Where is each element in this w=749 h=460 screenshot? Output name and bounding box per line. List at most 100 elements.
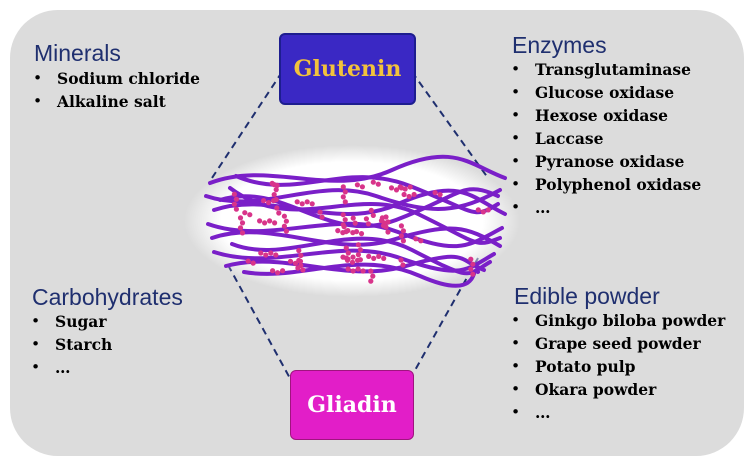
crosslink-bead — [281, 213, 287, 219]
crosslink-bead — [258, 250, 264, 256]
crosslink-bead — [378, 218, 385, 224]
crosslink-bead — [468, 256, 474, 262]
protein-fiber — [228, 186, 502, 245]
crosslink-bead — [343, 245, 349, 251]
crosslink-bead — [368, 278, 374, 284]
crosslink-bead — [370, 212, 376, 218]
crosslink-bead — [237, 225, 244, 231]
crosslink-bead — [272, 220, 278, 226]
crosslink-bead — [470, 271, 476, 277]
crosslink-bead — [340, 230, 346, 236]
crosslink-bead — [468, 266, 474, 272]
crosslink-bead — [247, 212, 253, 218]
crosslink-bead — [298, 252, 304, 259]
crosslink-bead — [357, 257, 363, 263]
crosslink-bead — [485, 207, 491, 213]
crosslink-bead — [263, 252, 269, 258]
crosslink-bead — [376, 253, 382, 259]
crosslink-bead — [269, 180, 275, 186]
crosslink-bead — [266, 200, 272, 206]
crosslink-bead — [231, 201, 237, 207]
crosslink-bead — [355, 242, 361, 248]
crosslink-bead — [296, 257, 302, 264]
enzymes-item: Hexose oxidase — [508, 104, 701, 127]
minerals-item: Sodium chloride — [30, 67, 200, 90]
gluten-network-illustration — [204, 154, 507, 288]
crosslink-bead — [276, 210, 282, 216]
crosslink-bead — [299, 201, 305, 207]
crosslink-bead — [340, 184, 346, 190]
protein-fiber — [210, 226, 502, 248]
crosslink-bead — [274, 182, 280, 188]
crosslink-bead — [300, 267, 306, 273]
crosslink-bead — [242, 210, 248, 216]
crosslink-bead — [401, 191, 407, 198]
enzymes-item: Polyphenol oxidase — [508, 173, 701, 196]
edible-powder-list: Ginkgo biloba powderGrape seed powderPot… — [508, 309, 725, 424]
crosslink-bead — [294, 199, 300, 205]
gliadin-label: Gliadin — [307, 392, 397, 418]
crosslink-bead — [233, 196, 239, 202]
minerals-list: Sodium chlorideAlkaline salt — [30, 67, 200, 113]
crosslink-bead — [273, 187, 279, 193]
crosslink-bead — [355, 252, 361, 258]
crosslink-bead — [350, 254, 356, 260]
edible-powder-item: Potato pulp — [508, 355, 725, 378]
crosslink-bead — [296, 247, 302, 254]
crosslink-bead — [475, 207, 481, 213]
carbohydrates-list: SugarStarch… — [28, 310, 112, 379]
crosslink-bead — [342, 199, 348, 205]
crosslink-bead — [281, 223, 287, 229]
edible-powder-heading: Edible powder — [514, 283, 660, 309]
crosslink-bead — [368, 207, 374, 213]
crosslink-bead — [309, 201, 315, 207]
crosslink-bead — [345, 250, 351, 256]
crosslink-bead — [340, 194, 346, 200]
gliadin-box: Gliadin — [290, 370, 414, 440]
crosslink-bead — [280, 268, 286, 274]
crosslink-bead — [340, 212, 346, 218]
crosslink-bead — [413, 236, 419, 242]
crosslink-bead — [287, 258, 294, 264]
minerals-heading: Minerals — [34, 40, 121, 66]
crosslink-bead — [345, 228, 351, 234]
crosslink-bead — [363, 216, 369, 222]
crosslink-bead — [406, 193, 412, 200]
crosslink-bead — [380, 223, 387, 229]
crosslink-bead — [283, 218, 289, 224]
edible-powder-item: Grape seed powder — [508, 332, 725, 355]
crosslink-bead — [352, 220, 358, 226]
carbohydrates-item: Starch — [28, 333, 112, 356]
crosslink-bead — [371, 255, 377, 261]
crosslink-bead — [268, 250, 274, 256]
crosslink-bead — [411, 191, 417, 198]
crosslink-bead — [304, 199, 310, 205]
crosslink-bead — [437, 192, 443, 198]
crosslink-bead — [385, 229, 391, 235]
edible-powder-item: Okara powder — [508, 378, 725, 401]
crosslink-bead — [340, 222, 346, 228]
crosslink-bead — [357, 247, 363, 253]
crosslink-bead — [239, 220, 246, 226]
edible-powder-item: Ginkgo biloba powder — [508, 309, 725, 332]
crosslink-bead — [261, 198, 267, 204]
crosslink-bead — [349, 259, 356, 265]
crosslink-bead — [342, 189, 348, 195]
crosslink-bead — [368, 268, 374, 274]
enzymes-item: … — [508, 196, 701, 219]
crosslink-bead — [398, 233, 404, 239]
enzymes-item: Laccase — [508, 127, 701, 150]
crosslink-bead — [245, 258, 251, 264]
crosslink-bead — [319, 214, 325, 220]
crosslink-bead — [365, 221, 371, 227]
enzymes-heading: Enzymes — [512, 32, 607, 58]
enzymes-item: Pyranose oxidase — [508, 150, 701, 173]
crosslink-bead — [343, 255, 349, 261]
crosslink-bead — [398, 185, 405, 191]
crosslink-bead — [400, 238, 406, 244]
crosslink-bead — [398, 223, 404, 229]
minerals-item: Alkaline salt — [30, 90, 200, 113]
crosslink-bead — [480, 209, 486, 215]
crosslink-bead — [359, 184, 365, 190]
crosslink-bead — [257, 218, 263, 224]
